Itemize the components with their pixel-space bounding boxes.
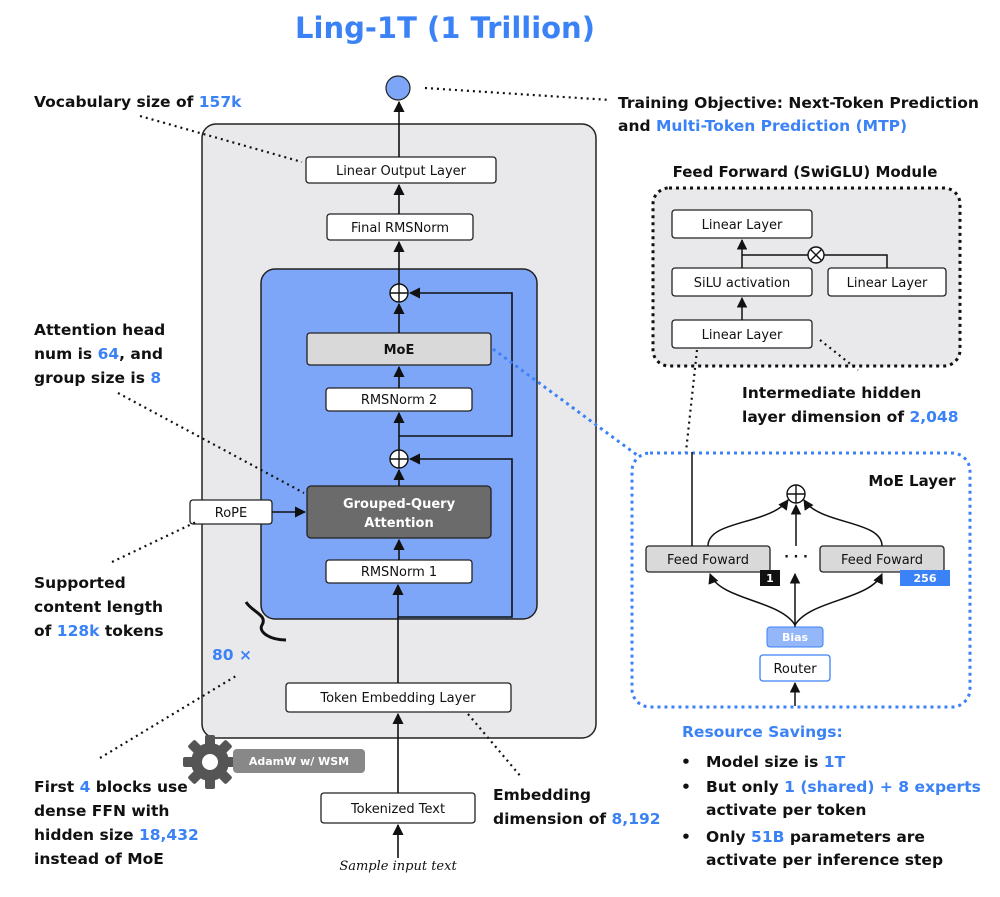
moe-add-node [786,484,806,504]
page-title: Ling-1T (1 Trillion) [295,11,595,45]
attention-annotation: Attention head [34,321,165,339]
context-annotation-2: content length [34,598,163,616]
linear-output-label: Linear Output Layer [336,164,467,179]
savings-bullet-2b: activate per token [706,801,866,819]
objective-line-2: and Multi-Token Prediction (MTP) [618,117,907,135]
context-annotation-1: Supported [34,574,126,592]
expert-badge-256 [900,570,950,586]
intermediate-annotation-2: layer dimension of 2,048 [742,408,959,426]
repeat-count: 80 × [212,646,252,664]
savings-bullet-3-dot: • [681,828,691,846]
rmsnorm-1-label: RMSNorm 1 [361,565,437,580]
final-rmsnorm [326,213,474,241]
context-annotation-3: of 128k tokens [34,622,164,640]
repeat-brace [244,601,287,642]
expert-badge-256-label: 256 [914,572,937,585]
savings-bullet-2: But only 1 (shared) + 8 experts [706,778,981,796]
objective-line-1: Training Objective: Next-Token Predictio… [618,94,979,112]
savings-bullet-3b: activate per inference step [706,851,943,869]
dense-annotation-3: hidden size 18,432 [34,826,199,844]
ffn-linear-top [671,209,813,239]
ffn-silu-label: SiLU activation [694,276,791,291]
gear-icon [183,735,237,789]
moe-layer-panel [630,451,972,709]
savings-bullet-2-dot: • [681,778,691,796]
attention-annotation-3: group size is 8 [34,369,161,387]
ffn-title: Feed Forward (SwiGLU) Module [673,163,938,181]
moe-layer-title: MoE Layer [868,472,956,490]
router-box [759,654,831,682]
dense-annotation-2: dense FFN with [34,802,169,820]
optimizer-label: AdamW w/ WSM [249,755,349,768]
ffn-linear-right-label: Linear Layer [847,276,928,291]
moe-label: MoE [384,343,415,358]
savings-bullet-1-dot: • [681,753,691,771]
experts-ellipsis: · · · [784,550,808,565]
attention-annotation-2: num is 64, and [34,345,163,363]
expert-badge-1-label: 1 [766,572,774,585]
dense-annotation-1: First 4 blocks use [34,778,188,796]
vocab-annotation: Vocabulary size of 157k [34,93,242,111]
tokenized-text-label: Tokenized Text [350,802,445,817]
embedding-annotation-2: dimension of 8,192 [493,810,661,828]
rope-label: RoPE [215,506,247,521]
savings-title: Resource Savings: [682,723,843,741]
ffn-linear-top-label: Linear Layer [702,218,783,233]
ff-expert-256-label: Feed Foward [841,553,923,568]
linear-output-layer [305,156,497,184]
ffn-multiply-node [807,246,825,264]
output-node [385,75,411,101]
gqa-label-1: Grouped-Query [343,497,456,512]
final-rmsnorm-label: Final RMSNorm [351,221,449,236]
savings-bullet-1: Model size is 1T [706,753,846,771]
embedding-annotation-1: Embedding [493,786,591,804]
savings-bullet-3: Only 51B parameters are [706,828,925,846]
router-label: Router [773,662,817,677]
residual-add-top [389,283,409,303]
expert-badge-1 [760,570,780,586]
gqa-label-2: Attention [364,516,433,531]
ff-expert-1-label: Feed Foward [667,553,749,568]
dense-annotation-4: instead of MoE [34,850,164,868]
ffn-linear-bottom-label: Linear Layer [702,328,783,343]
residual-add-bottom [389,449,409,469]
sample-input-text: Sample input text [339,859,457,874]
optimizer-badge [233,749,365,773]
bias-label: Bias [782,631,809,644]
rmsnorm-2-label: RMSNorm 2 [361,393,437,408]
intermediate-annotation-1: Intermediate hidden [742,384,921,402]
token-embedding-label: Token Embedding Layer [319,691,476,706]
